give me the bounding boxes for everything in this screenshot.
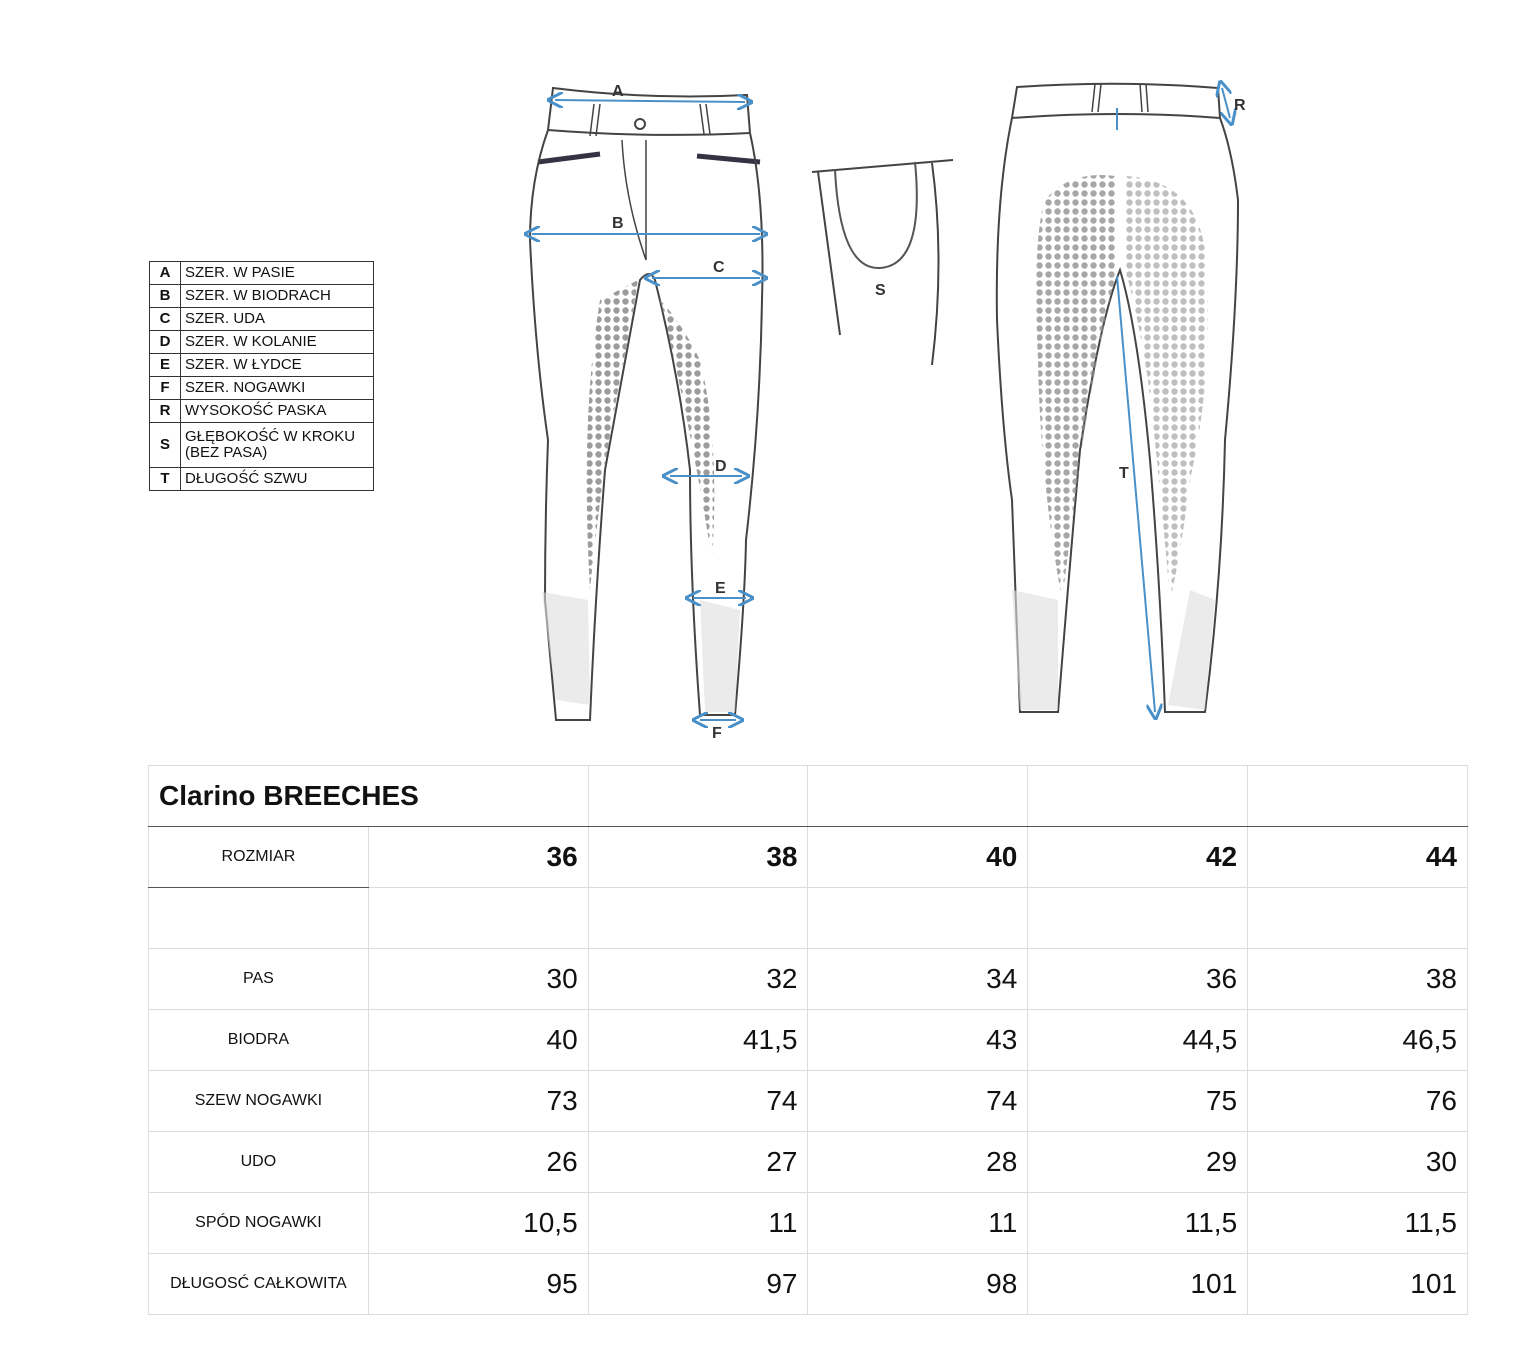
measurement-value: 73	[367, 1070, 589, 1132]
legend-key: C	[149, 307, 181, 331]
measurement-value: 32	[587, 948, 809, 1010]
legend-label: SZER. W KOLANIE	[180, 330, 374, 354]
measurement-value: 34	[807, 948, 1029, 1010]
measurement-value: 36	[1027, 948, 1249, 1010]
legend-key: F	[149, 376, 181, 400]
measurement-value: 30	[367, 948, 589, 1010]
size-36: 36	[367, 826, 589, 888]
table-title: Clarino BREECHES	[148, 765, 589, 827]
breeches-diagram: A B C D E F R S T	[0, 0, 1246, 742]
legend-key: R	[149, 399, 181, 423]
measurement-value: 27	[587, 1131, 809, 1193]
measurement-value: 75	[1027, 1070, 1249, 1132]
measurement-value: 44,5	[1027, 1009, 1249, 1071]
measurement-value: 101	[1247, 1253, 1468, 1315]
measurement-value: 11,5	[1247, 1192, 1468, 1254]
measurement-value: 41,5	[587, 1009, 809, 1071]
legend-label: SZER. W PASIE	[180, 261, 374, 285]
label-d: D	[715, 458, 727, 475]
legend-label: WYSOKOŚĆ PASKA	[180, 399, 374, 423]
label-s: S	[875, 282, 886, 299]
measurement-value: 38	[1247, 948, 1468, 1010]
row-label: PAS	[148, 948, 369, 1010]
size-header-row: ROZMIAR 36 38 40 42 44	[148, 826, 1468, 888]
legend-key: T	[149, 467, 181, 491]
label-a: A	[612, 83, 624, 100]
measurement-value: 28	[807, 1131, 1029, 1193]
measurement-value: 95	[367, 1253, 589, 1315]
size-42: 42	[1027, 826, 1249, 888]
row-label: SPÓD NOGAWKI	[148, 1192, 369, 1254]
legend-label: SZER. UDA	[180, 307, 374, 331]
label-e: E	[715, 580, 726, 597]
measurement-value: 97	[587, 1253, 809, 1315]
row-label: SZEW NOGAWKI	[148, 1070, 369, 1132]
measurement-value: 10,5	[367, 1192, 589, 1254]
label-r: R	[1234, 97, 1246, 114]
legend-label: GŁĘBOKOŚĆ W KROKU (BEZ PASA)	[180, 422, 374, 468]
label-f: F	[712, 725, 722, 742]
measurement-value: 46,5	[1247, 1009, 1468, 1071]
measurement-value: 74	[807, 1070, 1029, 1132]
measurement-value: 11,5	[1027, 1192, 1249, 1254]
measurement-value: 29	[1027, 1131, 1249, 1193]
measurement-value: 98	[807, 1253, 1029, 1315]
crotch-detail	[811, 159, 954, 366]
legend-label: SZER. NOGAWKI	[180, 376, 374, 400]
label-c: C	[713, 259, 725, 276]
size-chart-table: Clarino BREECHES ROZMIAR 36 38 40 42 44 …	[148, 765, 1468, 1315]
legend-key: D	[149, 330, 181, 354]
table-title-row: Clarino BREECHES	[148, 765, 1468, 827]
size-38: 38	[587, 826, 809, 888]
row-label: DŁUGOSĆ CAŁKOWITA	[148, 1253, 369, 1315]
label-t: T	[1119, 465, 1129, 482]
measurement-value: 40	[367, 1009, 589, 1071]
legend-key: E	[149, 353, 181, 377]
row-label: UDO	[148, 1131, 369, 1193]
measurement-value: 101	[1027, 1253, 1249, 1315]
row-label: BIODRA	[148, 1009, 369, 1071]
measurement-value: 11	[587, 1192, 809, 1254]
blank-row	[148, 887, 1468, 949]
legend-label: DŁUGOŚĆ SZWU	[180, 467, 374, 491]
size-label: ROZMIAR	[148, 826, 369, 888]
legend-key: B	[149, 284, 181, 308]
legend-label: SZER. W ŁYDCE	[180, 353, 374, 377]
measurement-value: 30	[1247, 1131, 1468, 1193]
measurement-value: 43	[807, 1009, 1029, 1071]
measurement-value: 26	[367, 1131, 589, 1193]
legend-label: SZER. W BIODRACH	[180, 284, 374, 308]
measurement-value: 74	[587, 1070, 809, 1132]
label-b: B	[612, 215, 624, 232]
measurement-value: 11	[807, 1192, 1029, 1254]
legend-key: A	[149, 261, 181, 285]
legend-key: S	[149, 422, 181, 468]
size-44: 44	[1247, 826, 1468, 888]
size-40: 40	[807, 826, 1029, 888]
measurement-value: 76	[1247, 1070, 1468, 1132]
